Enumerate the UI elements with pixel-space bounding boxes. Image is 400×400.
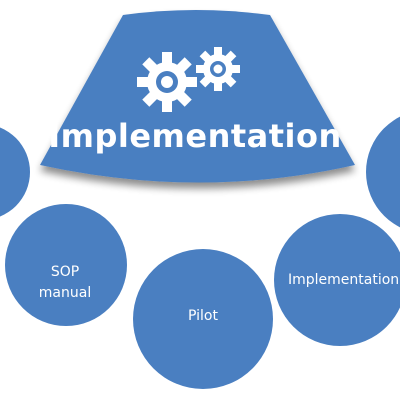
node-right-partial bbox=[366, 116, 400, 228]
node-left-partial bbox=[0, 127, 30, 217]
title-banner bbox=[40, 10, 355, 183]
node-implementation-label: Implementation bbox=[288, 272, 400, 288]
node-sop-manual bbox=[5, 204, 127, 326]
node-sop-manual-line-2: manual bbox=[38, 285, 92, 301]
node-pilot bbox=[133, 249, 273, 389]
gears-icon bbox=[137, 47, 240, 112]
node-sop-manual-label: SOP manual bbox=[10, 262, 120, 304]
node-implementation bbox=[274, 214, 400, 346]
diagram-title: Implementation bbox=[48, 117, 342, 155]
node-pilot-label: Pilot bbox=[188, 308, 218, 324]
node-sop-manual-line-1: SOP bbox=[50, 264, 80, 280]
